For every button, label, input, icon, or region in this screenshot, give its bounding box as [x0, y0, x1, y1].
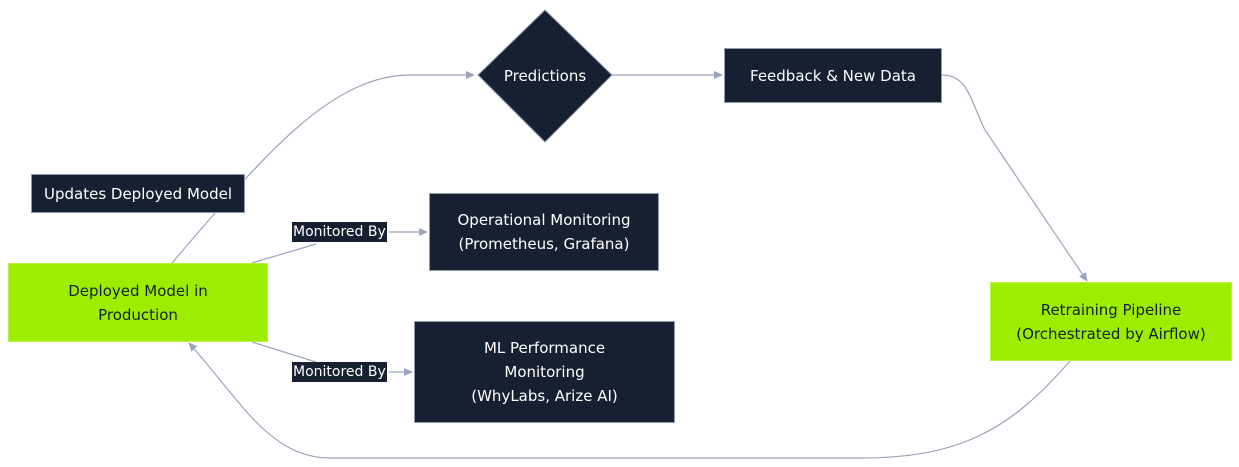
edge-feedback-to-retraining [941, 74, 1088, 282]
edge-deployed-to-monitor-label-2 [251, 341, 317, 363]
edge-deployed-to-predictions [171, 71, 475, 264]
edge-deployed-to-monitor-label-1 [251, 243, 317, 264]
deployed-model-node[interactable]: Deployed Model in Production [8, 263, 268, 342]
edge-label-monitored-by-2: Monitored By [292, 362, 387, 382]
feedback-node[interactable]: Feedback & New Data [724, 48, 942, 103]
edge-retraining-to-deployed [188, 342, 1071, 459]
ml-performance-monitoring-node[interactable]: ML Performance Monitoring (WhyLabs, Ariz… [414, 321, 675, 423]
updates-deployed-model-node[interactable]: Updates Deployed Model [31, 174, 245, 213]
predictions-diamond[interactable] [477, 9, 613, 143]
operational-monitoring-node[interactable]: Operational Monitoring (Prometheus, Graf… [429, 193, 659, 271]
retraining-pipeline-node[interactable]: Retraining Pipeline (Orchestrated by Air… [990, 282, 1232, 361]
predictions-label: Predictions [503, 67, 587, 85]
edge-label-monitored-by-1: Monitored By [292, 222, 387, 242]
